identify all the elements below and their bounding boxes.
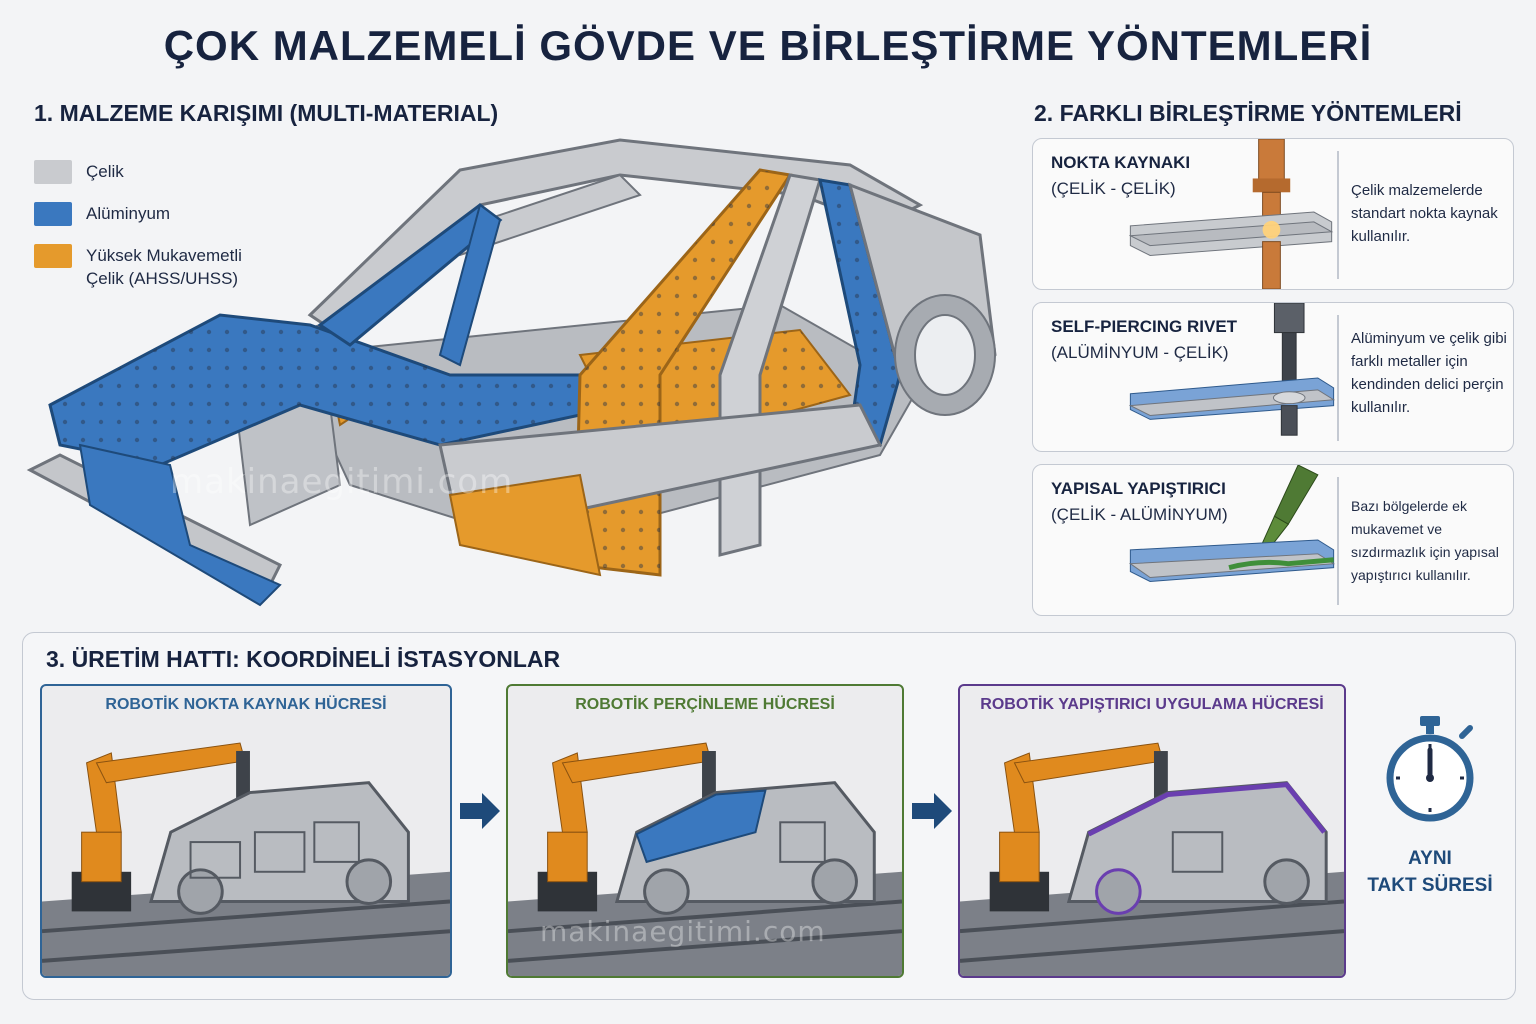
watermark: makinaegitimi.com <box>170 462 514 502</box>
aluminum-swatch <box>34 202 72 226</box>
method-name: YAPISAL YAPIŞTIRICI <box>1051 479 1226 498</box>
adhesive-nozzle-icon <box>1129 465 1335 582</box>
method-pair: (ÇELİK - ÇELİK) <box>1051 179 1176 198</box>
method-divider <box>1337 151 1339 279</box>
car-body-in-white-illustration <box>26 138 997 607</box>
method-pair: (ÇELİK - ALÜMİNYUM) <box>1051 505 1228 524</box>
method-divider <box>1337 477 1339 605</box>
cell-title: ROBOTİK NOKTA KAYNAK HÜCRESİ <box>105 696 387 713</box>
method-description: Bazı bölgelerde ek mukavemet ve sızdırma… <box>1351 498 1499 583</box>
rivet-tool-icon <box>1129 303 1335 436</box>
cell-title: ROBOTİK PERÇİNLEME HÜCRESİ <box>575 696 835 713</box>
legend-label: Çelik <box>86 162 124 181</box>
page-title: ÇOK MALZEMELİ GÖVDE VE BİRLEŞTİRME YÖNTE… <box>163 22 1373 69</box>
takt-line-1: AYNI <box>1408 848 1452 869</box>
robot-adhesive-cell-illustration <box>960 742 1344 976</box>
cell-spot-weld: ROBOTİK NOKTA KAYNAK HÜCRESİ <box>40 684 452 978</box>
method-divider <box>1337 315 1339 441</box>
spot-weld-electrode-icon <box>1129 139 1334 289</box>
material-legend: Çelik Alüminyum Yüksek Mukavemetli Çelik… <box>34 160 294 308</box>
stopwatch-icon <box>1386 716 1474 822</box>
arrow-right-icon <box>460 793 500 829</box>
cell-title: ROBOTİK YAPIŞTIRICI UYGULAMA HÜCRESİ <box>980 696 1324 713</box>
legend-item-aluminum: Alüminyum <box>34 202 294 226</box>
method-name: NOKTA KAYNAKI <box>1051 153 1191 172</box>
watermark: makinaegitimi.com <box>540 915 826 948</box>
ahss-swatch <box>34 244 72 268</box>
legend-label: Yüksek Mukavemetli Çelik (AHSS/UHSS) <box>86 246 242 288</box>
method-pair: (ALÜMİNYUM - ÇELİK) <box>1051 343 1229 362</box>
method-description: Çelik malzemelerde standart nokta kaynak… <box>1351 182 1498 245</box>
steel-swatch <box>34 160 72 184</box>
robot-welding-cell-illustration <box>42 742 450 976</box>
takt-line-2: TAKT SÜRESİ <box>1367 875 1493 896</box>
section-1-title: 1. MALZEME KARIŞIMI (MULTI-MATERIAL) <box>34 100 499 126</box>
section-3-title: 3. ÜRETİM HATTI: KOORDİNELİ İSTASYONLAR <box>46 646 561 672</box>
method-card-spot-weld: NOKTA KAYNAKI (ÇELİK - ÇELİK) Çelik malz… <box>1032 138 1514 290</box>
legend-item-ahss: Yüksek Mukavemetli Çelik (AHSS/UHSS) <box>34 244 294 290</box>
cell-riveting: ROBOTİK PERÇİNLEME HÜCRESİ <box>506 684 904 978</box>
section-2-title: 2. FARKLI BİRLEŞTİRME YÖNTEMLERİ <box>1034 100 1462 126</box>
takt-time-label: AYNI TAKT SÜRESİ <box>1350 845 1510 899</box>
method-description: Alüminyum ve çelik gibi farklı metaller … <box>1351 330 1507 416</box>
legend-label: Alüminyum <box>86 204 171 223</box>
method-card-structural-adhesive: YAPISAL YAPIŞTIRICI (ÇELİK - ALÜMİNYUM) … <box>1032 464 1514 616</box>
cell-adhesive: ROBOTİK YAPIŞTIRICI UYGULAMA HÜCRESİ <box>958 684 1346 978</box>
legend-item-steel: Çelik <box>34 160 294 184</box>
arrow-right-icon <box>912 793 952 829</box>
method-name: SELF-PIERCING RIVET <box>1051 317 1238 336</box>
method-card-self-piercing-rivet: SELF-PIERCING RIVET (ALÜMİNYUM - ÇELİK) … <box>1032 302 1514 452</box>
robot-riveting-cell-illustration <box>508 742 902 976</box>
